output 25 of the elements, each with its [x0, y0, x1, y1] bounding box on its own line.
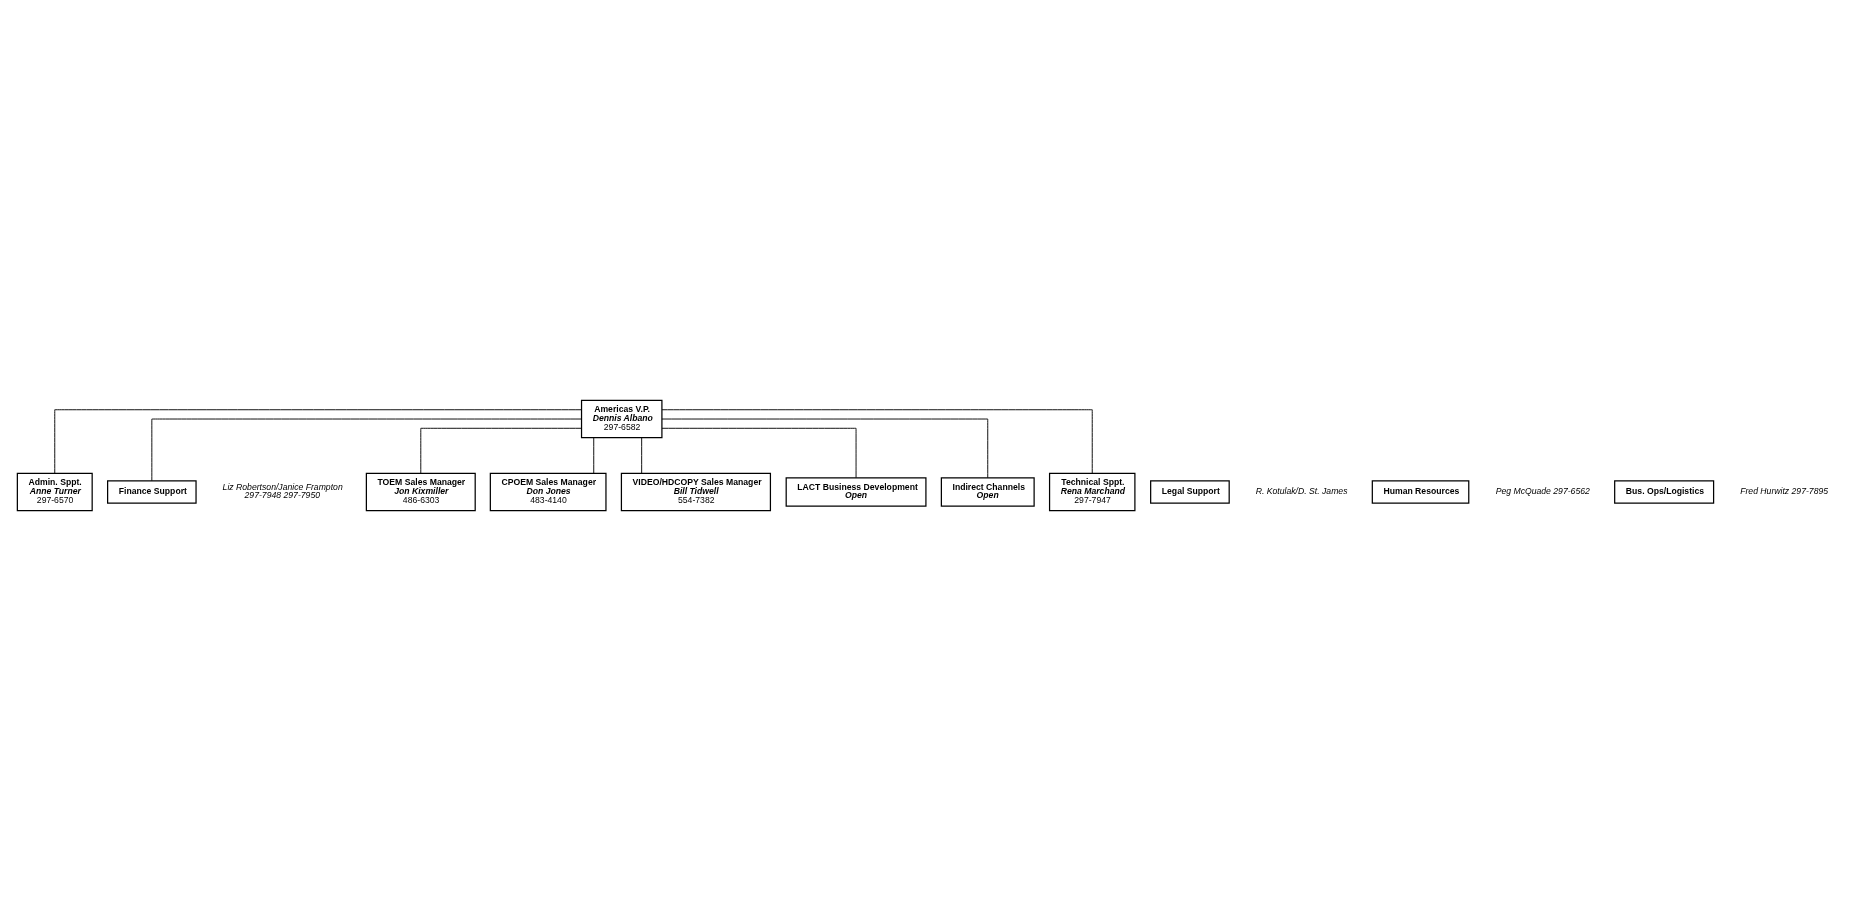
- connector: [661, 427, 857, 479]
- node-box: Americas V.P. Dennis Albano 297-6582: [580, 399, 663, 439]
- node-box: Bus. Ops/Logistics: [1614, 480, 1715, 504]
- connector: [641, 437, 643, 474]
- node-label: Fred Hurwitz 297-7895: [1740, 485, 1829, 496]
- connector: [54, 409, 582, 474]
- node-label: Peg McQuade 297-6562: [1495, 485, 1590, 496]
- node-box: LACT Business Development Open: [785, 477, 927, 507]
- connector: [661, 418, 989, 479]
- connector: [420, 427, 582, 474]
- node-label: 297-7948 297-7950: [244, 490, 321, 501]
- node-box: Finance Support: [107, 480, 197, 504]
- node-box: TOEM Sales Manager Jon Kixmiller 486-6303: [365, 472, 476, 512]
- node-label: Liz Robertson/Janice Frampton: [222, 481, 343, 492]
- connector: [661, 409, 1093, 474]
- node-box: Admin. Sppt. Anne Turner 297-6570: [16, 472, 93, 512]
- node-box: Indirect Channels Open: [940, 477, 1035, 507]
- connector: [593, 437, 595, 474]
- connector: [151, 418, 582, 482]
- node-box: Technical Sppt. Rena Marchand 297-7947: [1048, 472, 1136, 512]
- node-box: VIDEO/HDCOPY Sales Manager Bill Tidwell 554-7382: [620, 472, 772, 512]
- node-box: Human Resources: [1371, 480, 1470, 504]
- node-box: Legal Support: [1150, 480, 1230, 504]
- node-box: CPOEM Sales Manager Don Jones 483-4140: [489, 472, 607, 512]
- node-label: R. Kotulak/D. St. James: [1255, 485, 1348, 496]
